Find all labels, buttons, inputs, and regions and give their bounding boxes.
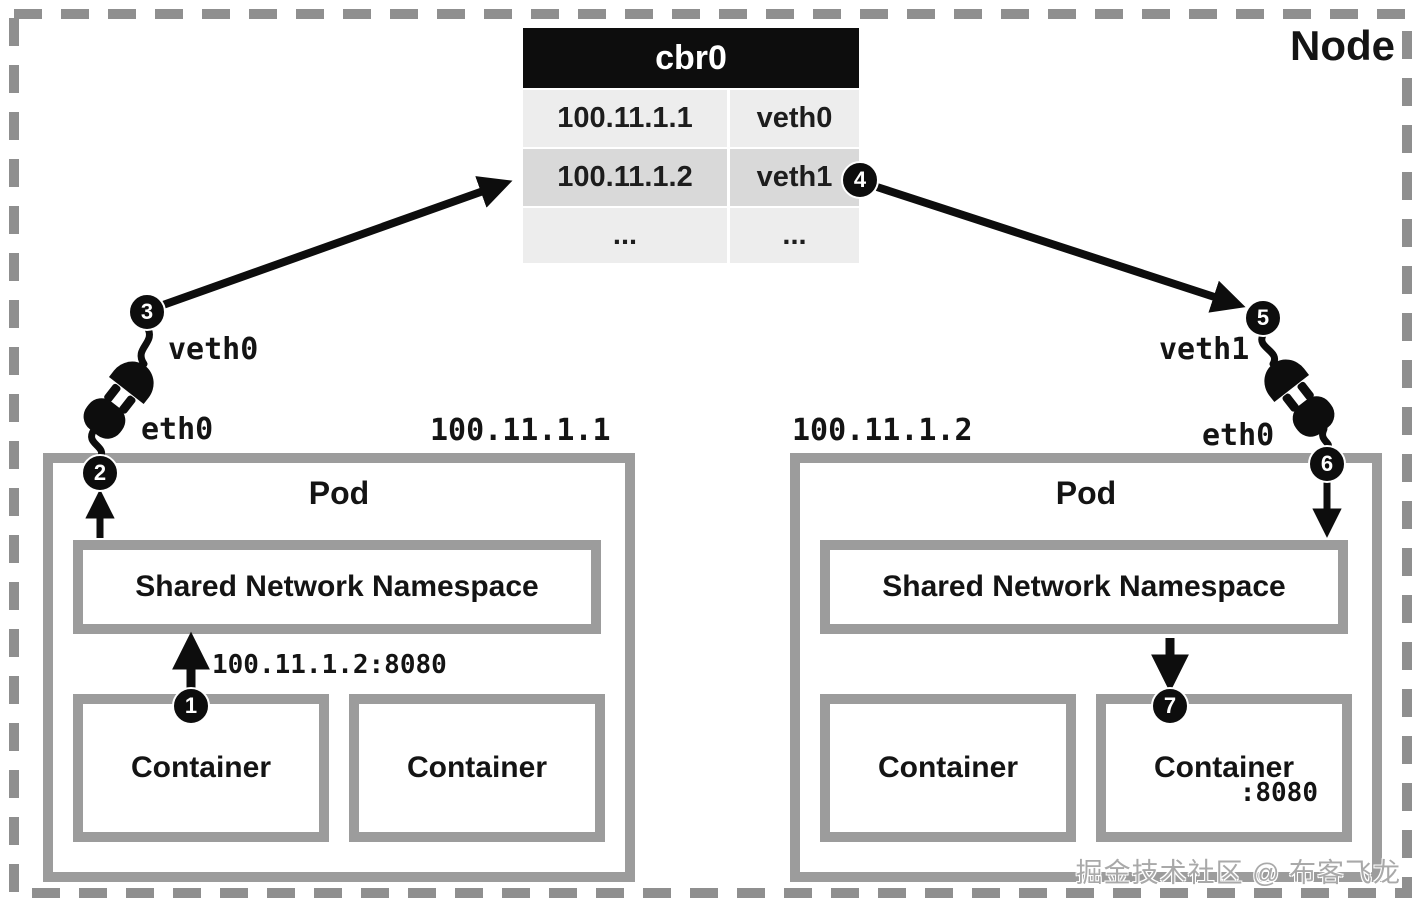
watermark: 掘金技术社区 @ 布客飞龙 <box>1075 858 1401 888</box>
step-marker-7: 7 <box>1151 687 1189 725</box>
step-marker-4: 4 <box>841 161 879 199</box>
bridge-row-ip: ... <box>523 208 727 263</box>
step-marker-3: 3 <box>128 293 166 331</box>
bridge-row-iface: ... <box>730 208 859 263</box>
container-port-label: :8080 <box>1239 778 1318 808</box>
step-marker-6: 6 <box>1308 445 1346 483</box>
bridge-table: cbr0 100.11.1.1 veth0 100.11.1.2 veth1 .… <box>523 28 859 263</box>
step-marker-1: 1 <box>172 687 210 725</box>
step-marker-5: 5 <box>1244 299 1282 337</box>
bridge-row-iface: veth0 <box>730 90 859 147</box>
veth1-label: veth1 <box>1159 332 1250 367</box>
step-marker-2: 2 <box>81 454 119 492</box>
veth0-label: veth0 <box>168 332 259 367</box>
pod-title-right: Pod <box>1055 475 1117 511</box>
container-left-2: Container <box>349 694 605 842</box>
bridge-row-ip: 100.11.1.1 <box>523 90 727 147</box>
eth0-label-right: eth0 <box>1202 418 1275 453</box>
bridge-table-row: 100.11.1.1 veth0 <box>523 90 859 147</box>
cable-veth1 <box>1258 331 1279 368</box>
shared-network-namespace-left: Shared Network Namespace <box>73 540 601 634</box>
container-right-2: Container :8080 <box>1096 694 1352 842</box>
bridge-table-title: cbr0 <box>523 28 859 88</box>
bridge-row-iface: veth1 <box>730 149 859 206</box>
pod-ip-left: 100.11.1.1 <box>430 413 611 448</box>
arrow-veth0-to-bridge <box>161 176 513 309</box>
pod-ip-right: 100.11.1.2 <box>792 413 973 448</box>
node-title: Node <box>1290 22 1395 69</box>
pod-title-left: Pod <box>308 475 370 511</box>
request-address-label: 100.11.1.2:8080 <box>212 650 447 680</box>
bridge-row-ip: 100.11.1.2 <box>523 149 727 206</box>
container-right-1: Container <box>820 694 1076 842</box>
eth0-label-left: eth0 <box>141 412 214 447</box>
shared-network-namespace-right: Shared Network Namespace <box>820 540 1348 634</box>
bridge-table-row: ... ... <box>523 208 859 263</box>
bridge-table-row-highlighted: 100.11.1.2 veth1 <box>523 149 859 206</box>
arrow-bridge-to-veth1 <box>875 183 1246 313</box>
cable-veth0 <box>137 323 153 368</box>
